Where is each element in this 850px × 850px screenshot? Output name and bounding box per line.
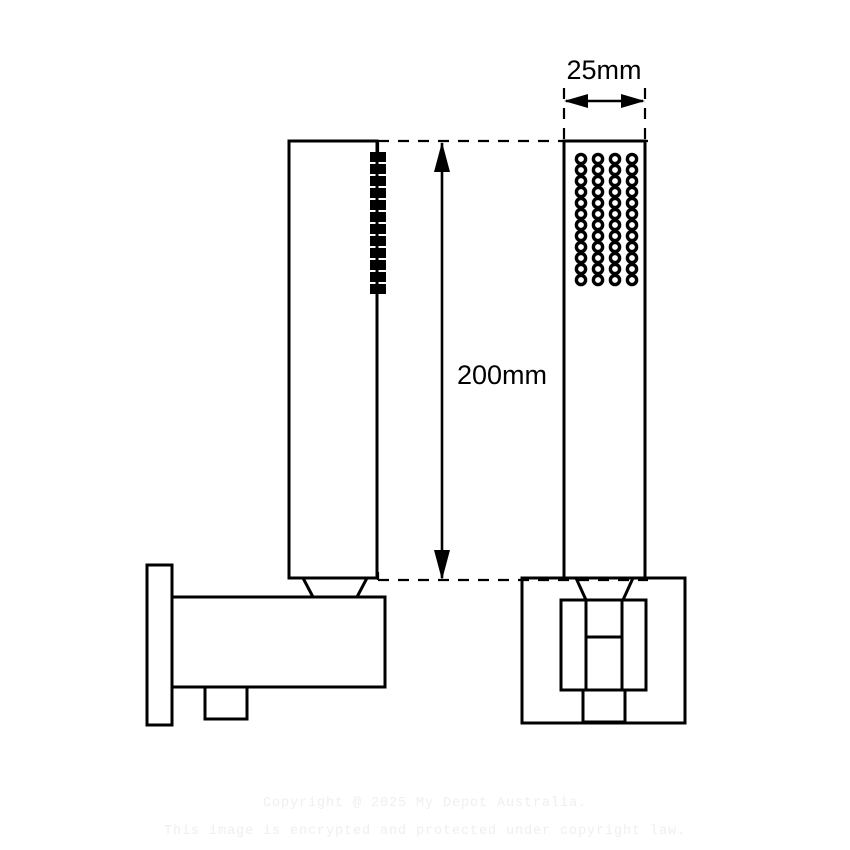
spray-hole bbox=[625, 240, 639, 254]
width-arrow-right bbox=[621, 94, 645, 108]
spray-hole bbox=[625, 262, 639, 276]
spray-notch bbox=[370, 248, 386, 258]
spray-notches-side bbox=[370, 152, 386, 294]
spray-hole bbox=[591, 196, 605, 210]
spray-hole bbox=[574, 240, 588, 254]
height-arrow-top bbox=[434, 142, 450, 172]
copyright-watermark: Copyright @ 2025 My Depot Australia. Thi… bbox=[0, 790, 850, 846]
spray-hole bbox=[625, 229, 639, 243]
handset-neck-front bbox=[574, 577, 635, 602]
spray-hole bbox=[574, 251, 588, 265]
spray-hole bbox=[591, 229, 605, 243]
spray-hole bbox=[608, 196, 622, 210]
width-dimension-label: 25mm bbox=[566, 55, 641, 85]
height-dimension-group: 200mm bbox=[434, 142, 547, 580]
spray-notch bbox=[370, 152, 386, 162]
height-arrow-bottom bbox=[434, 550, 450, 580]
spray-hole bbox=[591, 240, 605, 254]
spray-hole bbox=[574, 174, 588, 188]
spray-hole bbox=[574, 185, 588, 199]
spray-hole-grid-front bbox=[574, 152, 639, 287]
spray-hole bbox=[608, 273, 622, 287]
spray-notch bbox=[370, 212, 386, 222]
spray-hole bbox=[608, 207, 622, 221]
spray-hole bbox=[591, 273, 605, 287]
copyright-line-2: This image is encrypted and protected un… bbox=[163, 824, 687, 839]
spray-hole bbox=[574, 207, 588, 221]
spray-hole bbox=[625, 218, 639, 232]
width-dimension-group: 25mm bbox=[564, 55, 645, 108]
spray-hole bbox=[625, 196, 639, 210]
holder-column-upper bbox=[584, 598, 624, 639]
spray-hole bbox=[625, 273, 639, 287]
spray-notch bbox=[370, 284, 386, 294]
spray-hole bbox=[591, 163, 605, 177]
outlet-stub-side bbox=[203, 685, 249, 721]
copyright-line-1: Copyright @ 2025 My Depot Australia. bbox=[262, 796, 588, 811]
spray-hole bbox=[625, 251, 639, 265]
handset-neck-side bbox=[301, 577, 369, 599]
front-view-group bbox=[520, 139, 687, 725]
spray-notch bbox=[370, 176, 386, 186]
spray-hole bbox=[591, 152, 605, 166]
spray-notch bbox=[370, 164, 386, 174]
spray-hole bbox=[591, 207, 605, 221]
spray-notch bbox=[370, 236, 386, 246]
holder-collar-front bbox=[559, 598, 648, 692]
height-dimension-label: 200mm bbox=[457, 360, 547, 390]
spray-hole bbox=[574, 152, 588, 166]
spray-hole bbox=[625, 207, 639, 221]
handset-body-side bbox=[287, 139, 379, 580]
spray-hole bbox=[625, 185, 639, 199]
spray-notch bbox=[370, 200, 386, 210]
spray-notch bbox=[370, 224, 386, 234]
spray-hole bbox=[591, 174, 605, 188]
side-view-group bbox=[145, 139, 387, 727]
spray-hole bbox=[608, 185, 622, 199]
spray-hole bbox=[608, 262, 622, 276]
spray-hole bbox=[608, 174, 622, 188]
spray-hole bbox=[574, 196, 588, 210]
spray-hole bbox=[591, 251, 605, 265]
spray-hole bbox=[625, 174, 639, 188]
holder-base-block bbox=[581, 688, 627, 724]
spray-notch bbox=[370, 260, 386, 270]
spray-hole bbox=[574, 163, 588, 177]
spray-hole bbox=[591, 185, 605, 199]
spray-hole bbox=[608, 240, 622, 254]
width-arrow-left bbox=[564, 94, 588, 108]
holder-column-lower bbox=[584, 635, 624, 692]
spray-hole bbox=[574, 218, 588, 232]
spray-notch bbox=[370, 188, 386, 198]
spray-hole bbox=[608, 229, 622, 243]
spray-hole bbox=[625, 152, 639, 166]
spray-hole bbox=[608, 251, 622, 265]
spray-hole bbox=[608, 152, 622, 166]
spray-notch bbox=[370, 272, 386, 282]
spray-hole bbox=[625, 163, 639, 177]
spray-hole bbox=[574, 262, 588, 276]
spray-hole bbox=[608, 218, 622, 232]
bracket-arm-side bbox=[170, 595, 387, 689]
spray-hole bbox=[574, 273, 588, 287]
wall-plate-side bbox=[145, 563, 174, 727]
extension-lines bbox=[378, 88, 648, 582]
spray-hole bbox=[591, 218, 605, 232]
spray-hole bbox=[608, 163, 622, 177]
spray-hole bbox=[574, 229, 588, 243]
spray-hole bbox=[591, 262, 605, 276]
